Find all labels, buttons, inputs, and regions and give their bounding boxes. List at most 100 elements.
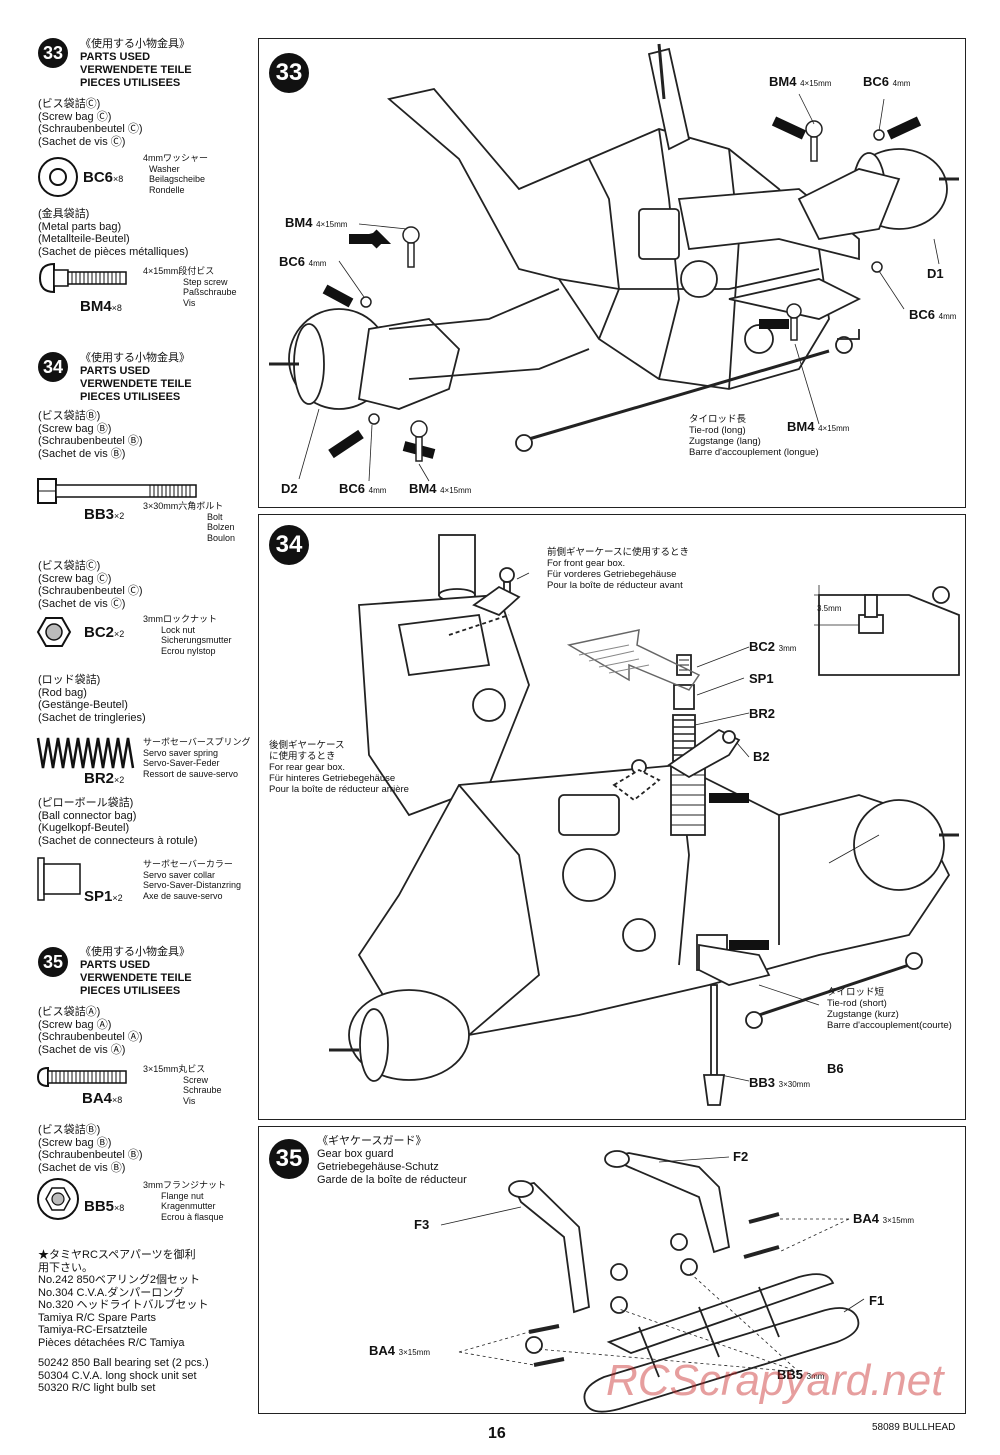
label-br2: BR2 bbox=[749, 706, 776, 721]
screw-bag-b: (ビス袋詰Ⓑ) (Screw bag Ⓑ) (Schraubenbeutel Ⓑ… bbox=[38, 410, 143, 460]
spare-line: 用下さい。 bbox=[38, 1261, 93, 1274]
note-line: For rear gear box. bbox=[269, 762, 346, 773]
label-b6: B6 bbox=[827, 1061, 844, 1076]
step-35-parts-header: 《使用する小物金具》 PARTS USED VERWENDETE TEILE P… bbox=[80, 946, 192, 998]
size: 3×30mm bbox=[778, 1080, 810, 1089]
desc-line: Screw bbox=[183, 1074, 209, 1085]
header-fr: PIECES UTILISEES bbox=[80, 985, 181, 997]
servo-saver-spring-icon bbox=[36, 737, 135, 769]
code: BB5 bbox=[777, 1367, 804, 1382]
qty: ×8 bbox=[114, 1203, 125, 1213]
note-line: For front gear box. bbox=[547, 558, 626, 569]
code: BC6 bbox=[909, 307, 936, 322]
rod-bag: (ロッド袋詰) (Rod bag) (Gestänge-Beutel) (Sac… bbox=[38, 674, 146, 724]
part-desc-bb3: 3×30mm六角ボルト Bolt Bolzen Boulon bbox=[143, 501, 235, 543]
step-33-number: 33 bbox=[269, 53, 309, 93]
step-screw-icon bbox=[38, 262, 127, 294]
bag-line: (Sachet de tringleries) bbox=[38, 711, 146, 724]
desc-line: Flange nut bbox=[161, 1190, 204, 1201]
bag-line: (Screw bag Ⓒ) bbox=[38, 110, 112, 123]
note-line: タイロッド短 bbox=[827, 987, 885, 998]
note-line: Pour la boîte de réducteur avant bbox=[547, 580, 683, 591]
spare-line: Tamiya-RC-Ersatzteile bbox=[38, 1324, 148, 1336]
desc-line: Rondelle bbox=[149, 184, 185, 195]
desc-line: Ecrou à flasque bbox=[161, 1211, 224, 1222]
code: SP1 bbox=[84, 888, 113, 905]
step-34-parts-header: 《使用する小物金具》 PARTS USED VERWENDETE TEILE P… bbox=[80, 352, 192, 404]
bag-line: (Ball connector bag) bbox=[38, 809, 137, 822]
header-en: PARTS USED bbox=[80, 51, 151, 63]
size: 4mm bbox=[368, 486, 387, 495]
gear-box-guard-title: 《ギヤケースガード》 Gear box guard Getriebegehäus… bbox=[317, 1135, 467, 1187]
step-33-parts-header: 《使用する小物金具》 PARTS USED VERWENDETE TEILE P… bbox=[80, 38, 192, 90]
spare-line: No.320 ヘッドライトバルブセット bbox=[38, 1299, 209, 1311]
bag-line: (Screw bag Ⓑ) bbox=[38, 422, 112, 435]
desc-line: Schraube bbox=[183, 1085, 222, 1095]
size: 4×15mm bbox=[818, 424, 850, 433]
qty: ×2 bbox=[112, 893, 123, 903]
code: BM4 bbox=[769, 74, 797, 89]
code: BB3 bbox=[749, 1075, 776, 1090]
desc-line: Beilagscheibe bbox=[149, 174, 206, 184]
spare-line: 50304 C.V.A. long shock unit set bbox=[38, 1369, 197, 1382]
desc-line: 4×15mm段付ビス bbox=[143, 266, 215, 276]
bag-line: (Sachet de vis Ⓒ) bbox=[38, 135, 126, 148]
part-code-bc6: BC6×8 bbox=[83, 169, 123, 186]
bag-line: (Schraubenbeutel Ⓒ) bbox=[38, 123, 143, 135]
note-line: Für vorderes Getriebegehäuse bbox=[547, 569, 677, 580]
step-33-panel: 33 BM4 4×15mm BC6 4mm BM4 4×15mm BC6 4mm… bbox=[258, 38, 966, 508]
size: 4mm bbox=[938, 312, 957, 321]
bag-line: (ビス袋詰Ⓑ) bbox=[38, 1124, 101, 1136]
bag-line: (Screw bag Ⓑ) bbox=[38, 1136, 112, 1149]
note-line: Tie-rod (short) bbox=[827, 998, 887, 1009]
desc-line: Servo saver collar bbox=[143, 869, 216, 880]
desc-line: Bolt bbox=[207, 511, 223, 522]
step-33-badge: 33 bbox=[38, 38, 68, 68]
desc-line: Sicherungsmutter bbox=[161, 635, 232, 645]
step-35-diagram bbox=[440, 1150, 865, 1413]
step-33-diagram bbox=[269, 43, 959, 482]
part-desc-bm4: 4×15mm段付ビス Step screw Paßschraube Vis bbox=[143, 266, 237, 308]
spare-line: No.242 850ベアリング2個セット bbox=[38, 1274, 200, 1286]
bag-line: (Metallteile-Beutel) bbox=[38, 233, 130, 245]
code: BA4 bbox=[82, 1090, 113, 1107]
code: BC6 bbox=[83, 169, 114, 186]
header-de: VERWENDETE TEILE bbox=[80, 378, 192, 390]
label-f3: F3 bbox=[414, 1217, 430, 1232]
dimension-label: 3.5mm bbox=[817, 604, 842, 613]
label-bc6-top: BC6 4mm bbox=[863, 74, 910, 89]
note-line: Tie-rod (long) bbox=[689, 425, 746, 436]
label-bb5: BB5 3mm bbox=[777, 1367, 824, 1382]
bag-line: (ビス袋詰Ⓒ) bbox=[38, 560, 101, 572]
part-code-br2: BR2×2 bbox=[84, 770, 124, 787]
desc-line: Boulon bbox=[207, 532, 236, 543]
bag-line: (ビス袋詰Ⓐ) bbox=[38, 1006, 101, 1018]
code: BM4 bbox=[285, 215, 313, 230]
size: 4×15mm bbox=[316, 220, 348, 229]
spare-line: 50320 R/C light bulb set bbox=[38, 1382, 156, 1394]
label-bc6-left: BC6 4mm bbox=[279, 254, 326, 269]
bag-line: (Metal parts bag) bbox=[38, 220, 122, 233]
flange-nut-icon bbox=[37, 1178, 79, 1220]
bag-line: (Sachet de vis Ⓑ) bbox=[38, 447, 126, 460]
qty: ×2 bbox=[114, 511, 125, 521]
direction-arrow-icon bbox=[566, 629, 701, 691]
code: BC2 bbox=[84, 624, 115, 641]
label-ba4-left: BA4 3×15mm bbox=[369, 1343, 430, 1358]
bag-line: (Rod bag) bbox=[38, 686, 87, 699]
part-code-bc2: BC2×2 bbox=[84, 624, 124, 641]
code: BM4 bbox=[787, 419, 815, 434]
desc-line: 4mmワッシャー bbox=[143, 153, 208, 163]
step-34-badge: 34 bbox=[38, 352, 68, 382]
part-code-bb5: BB5×8 bbox=[84, 1198, 124, 1215]
code: BA4 bbox=[853, 1211, 880, 1226]
bag-line: (Gestänge-Beutel) bbox=[38, 699, 128, 711]
part-desc-bc6: 4mmワッシャー Washer Beilagscheibe Rondelle bbox=[143, 153, 208, 195]
metal-parts-bag: (金具袋詰) (Metal parts bag) (Metallteile-Be… bbox=[38, 208, 188, 258]
code: BC6 bbox=[863, 74, 890, 89]
code: BC2 bbox=[749, 639, 776, 654]
size: 3mm bbox=[778, 644, 797, 653]
header-jp: 《使用する小物金具》 bbox=[80, 352, 190, 364]
desc-line: Vis bbox=[183, 297, 196, 308]
header-jp: 《使用する小物金具》 bbox=[80, 946, 190, 958]
